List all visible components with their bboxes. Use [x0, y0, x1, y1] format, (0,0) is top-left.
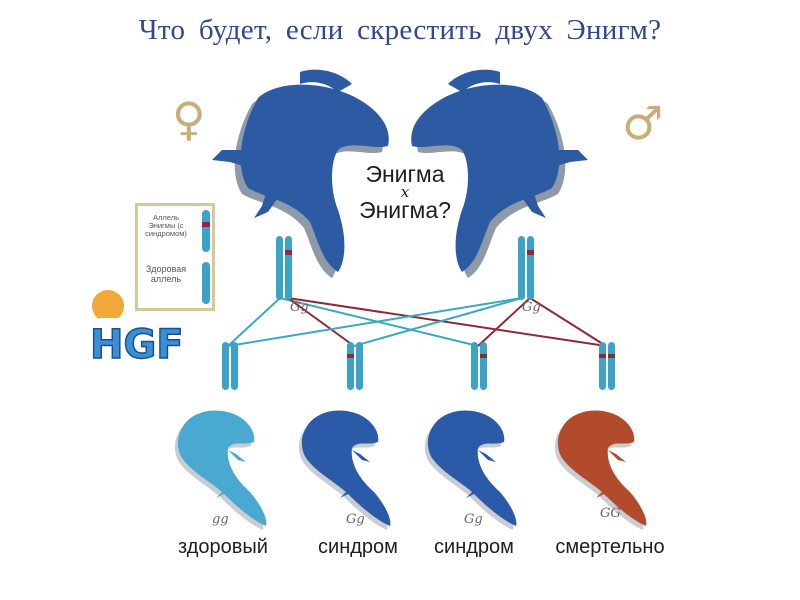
offspring-1-genotype: gg [212, 512, 229, 527]
male-symbol-icon: ♂ [622, 96, 664, 150]
offspring-3-genotype: Gg [464, 512, 483, 527]
female-symbol-icon: ♀ [172, 92, 206, 146]
legend-chromosome-samples [202, 210, 210, 304]
offspring-1-label: здоровый [178, 536, 268, 558]
offspring-3-label: синдром [434, 536, 514, 558]
offspring-2-gecko-leg [340, 450, 370, 498]
line-male-enigma-to-offspring-4 [529, 297, 607, 347]
inheritance-lines [227, 297, 607, 347]
cross-label: Энигма x Энигма? [330, 162, 480, 222]
offspring-4-label: смертельно [555, 536, 665, 558]
offspring-3-chromosomes [471, 342, 487, 390]
offspring-1-gecko-leg [216, 450, 246, 498]
line-male-healthy-to-offspring-1 [227, 297, 523, 347]
cross-symbol: x [400, 183, 410, 201]
offspring-4-chromosomes [599, 342, 615, 390]
line-female-enigma-to-offspring-4 [287, 297, 607, 347]
offspring-4-gecko-icon [554, 410, 647, 530]
offspring-2-genotype: Gg [346, 512, 365, 527]
hgf-logo-icon: HGF [89, 290, 184, 369]
female-parent-chromosomes [276, 236, 292, 300]
offspring-1-gecko-icon [174, 410, 267, 530]
page-title: Что будет, если скрестить двух Энигм? [138, 14, 662, 46]
male-parent-gecko-icon [411, 69, 588, 278]
offspring-1-chromosomes [222, 342, 238, 390]
offspring-2-gecko-body [301, 410, 391, 526]
female-parent-gecko-icon [212, 69, 389, 278]
offspring-2-gecko-icon [298, 410, 391, 530]
offspring-3-gecko-leg [466, 450, 496, 498]
offspring-2-label: синдром [318, 536, 398, 558]
offspring-1-gecko-body [177, 410, 267, 526]
offspring-4-gecko-leg [596, 450, 626, 498]
offspring-4-gecko-body [557, 410, 647, 526]
line-male-enigma-to-offspring-3 [477, 297, 531, 347]
offspring-2-chromosomes [347, 342, 363, 390]
hgf-logo-text: HGF [90, 322, 184, 368]
line-female-healthy-to-offspring-1 [227, 297, 281, 347]
offspring-4-genotype: GG [600, 506, 621, 521]
offspring-3-gecko-body [427, 410, 517, 526]
male-parent-chromosomes [518, 236, 534, 300]
cross-line-1: Энигма [365, 161, 445, 187]
offspring-3-gecko-icon [424, 410, 517, 530]
allele-legend: Аллель Энигмы (с синдромом) Здоровая алл… [135, 203, 215, 311]
legend-enigma-allele: Аллель Энигмы (с синдромом) [145, 213, 187, 238]
female-parent-genotype: Gg [290, 300, 309, 315]
line-female-enigma-to-offspring-2 [287, 297, 355, 347]
cross-line-2: Энигма? [359, 197, 451, 223]
legend-healthy-allele: Здоровая аллель [145, 264, 187, 284]
line-male-healthy-to-offspring-2 [353, 297, 523, 347]
male-parent-genotype: Gg [522, 300, 541, 315]
